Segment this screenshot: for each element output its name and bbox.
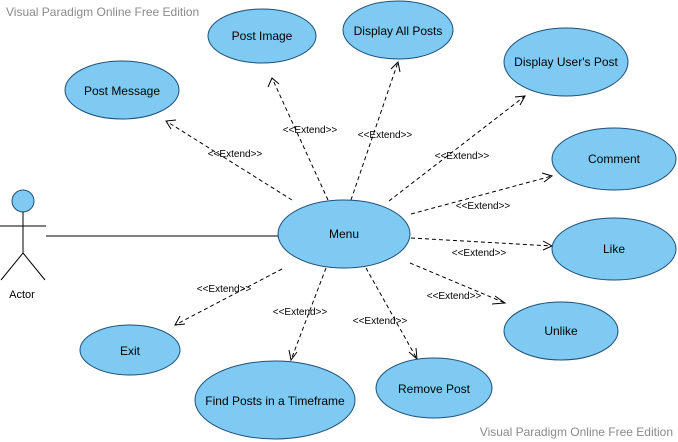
- usecase-label: Like: [603, 242, 625, 256]
- usecase-menu-shape: [277, 199, 411, 269]
- actor-label: Actor: [9, 289, 35, 301]
- usecase-unlike[interactable]: Unlike: [503, 301, 619, 361]
- usecase-post-message[interactable]: Post Message: [64, 60, 180, 120]
- usecase-shape: [551, 127, 677, 191]
- extend-post-message: <<Extend>>: [165, 119, 293, 201]
- usecase-display-users-post[interactable]: Display User's Post: [503, 27, 629, 97]
- extend-display-all-posts: <<Extend>>: [350, 60, 413, 201]
- actor-head: [11, 189, 35, 213]
- usecase-label: Post Message: [84, 84, 160, 98]
- usecase-shape: [194, 360, 356, 440]
- usecase-post-image[interactable]: Post Image: [207, 8, 317, 64]
- usecase-shape: [375, 357, 493, 419]
- usecase-like[interactable]: Like: [551, 217, 677, 281]
- extend-label: <<Extend>>: [358, 130, 413, 141]
- usecase-find-posts[interactable]: Find Posts in a Timeframe: [194, 360, 356, 440]
- usecase-label: Comment: [588, 152, 641, 166]
- usecase-shape: [503, 27, 629, 97]
- extend-label: <<Extend>>: [283, 125, 338, 136]
- extend-remove-post: <<Extend>>: [353, 267, 418, 361]
- usecase-shape: [503, 301, 619, 361]
- usecase-label: Display All Posts: [354, 24, 443, 38]
- usecase-menu-label: Menu: [329, 227, 359, 241]
- extend-unlike: <<Extend>>: [409, 262, 507, 305]
- usecase-shape: [207, 8, 317, 64]
- extend-label: <<Extend>>: [427, 291, 482, 302]
- usecase-shape: [342, 0, 454, 60]
- usecase-label: Remove Post: [398, 382, 471, 396]
- watermark-top: Visual Paradigm Online Free Edition: [6, 5, 199, 19]
- extend-display-users-post: <<Extend>>: [388, 95, 526, 202]
- extend-comment: <<Extend>>: [410, 172, 554, 215]
- extend-exit: <<Extend>>: [174, 268, 283, 326]
- extend-label: <<Extend>>: [208, 149, 263, 160]
- actor[interactable]: Actor: [0, 189, 46, 301]
- usecase-label: Display User's Post: [514, 55, 618, 69]
- usecase-comment[interactable]: Comment: [551, 127, 677, 191]
- actor-left-leg: [0, 252, 24, 281]
- extend-label: <<Extend>>: [452, 248, 507, 259]
- extend-label: <<Extend>>: [435, 151, 490, 162]
- usecase-shape: [551, 217, 677, 281]
- extend-label: <<Extend>>: [273, 307, 328, 318]
- extend-like: <<Extend>>: [410, 237, 554, 259]
- usecase-label: Unlike: [544, 324, 578, 338]
- watermark-bottom: Visual Paradigm Online Free Edition: [480, 425, 673, 439]
- usecase-shape: [79, 324, 181, 376]
- extend-find-posts: <<Extend>>: [273, 267, 328, 362]
- usecase-shape: [64, 60, 180, 120]
- usecase-label: Find Posts in a Timeframe: [205, 394, 345, 408]
- usecase-label: Exit: [120, 344, 141, 358]
- extend-label: <<Extend>>: [456, 201, 511, 212]
- usecase-menu[interactable]: Menu: [277, 199, 411, 269]
- extend-post-image: <<Extend>>: [267, 77, 338, 201]
- usecase-exit[interactable]: Exit: [79, 324, 181, 376]
- usecase-label: Post Image: [232, 29, 293, 43]
- actor-right-leg: [22, 252, 46, 281]
- usecase-remove-post[interactable]: Remove Post: [375, 357, 493, 419]
- usecase-display-all-posts[interactable]: Display All Posts: [342, 0, 454, 60]
- extend-label: <<Extend>>: [353, 316, 408, 327]
- extend-label: <<Extend>>: [197, 284, 252, 295]
